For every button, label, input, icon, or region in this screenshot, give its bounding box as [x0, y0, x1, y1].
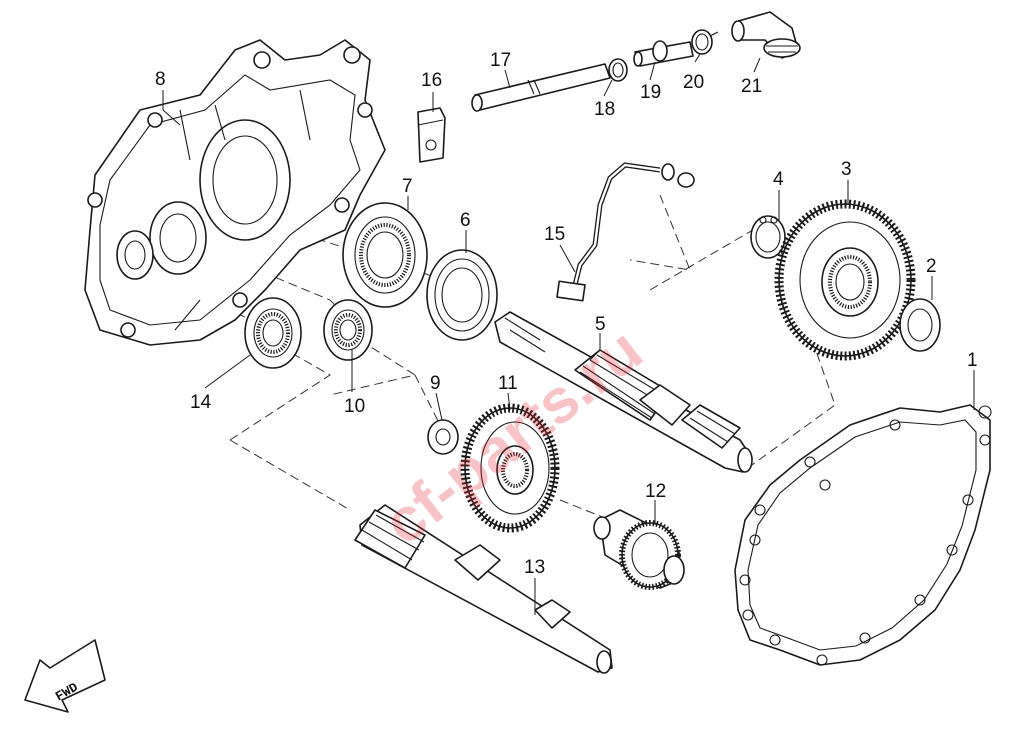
callout-14: 14 [190, 392, 212, 413]
forward-arrow-icon: FWD [24, 639, 106, 713]
callout-16: 16 [421, 70, 442, 91]
callout-17: 17 [490, 50, 511, 71]
callout-20: 20 [683, 72, 704, 93]
callouts: 1 2 3 4 5 6 7 8 9 10 11 12 13 14 15 16 1… [155, 50, 978, 578]
clip-part-16 [417, 107, 446, 163]
washer-part-9 [427, 419, 459, 455]
gasket-part-1 [734, 404, 992, 666]
bearing-part-7 [342, 202, 428, 308]
callout-21: 21 [741, 76, 762, 97]
snap-ring-part-4 [750, 215, 786, 259]
oil-seal-part-6 [426, 249, 498, 341]
pinion-gear-part-12 [593, 509, 685, 590]
crankcase-cover-part-8 [84, 39, 386, 346]
tube-part-17 [471, 63, 611, 112]
callout-13: 13 [524, 557, 545, 578]
callout-12: 12 [645, 481, 666, 502]
shaft-part-5 [494, 311, 753, 473]
callout-10: 10 [344, 396, 365, 417]
bearing-part-10 [323, 299, 373, 361]
connector-part-19 [633, 40, 694, 67]
callout-9: 9 [430, 373, 441, 394]
callout-2: 2 [926, 256, 937, 277]
callout-11: 11 [498, 373, 518, 394]
callout-15: 15 [544, 224, 565, 245]
callout-8: 8 [155, 69, 166, 90]
bearing-part-14 [244, 297, 302, 369]
elbow-fitting-part-21 [731, 11, 801, 59]
callout-1: 1 [967, 350, 978, 371]
callout-19: 19 [640, 82, 661, 103]
callout-4: 4 [773, 169, 784, 190]
callout-7: 7 [402, 176, 413, 197]
shaft-part-13 [354, 504, 613, 674]
gear-part-3 [774, 199, 916, 361]
hose-clamp-part-18 [608, 58, 628, 82]
callout-18: 18 [594, 99, 615, 120]
washer-part-2 [899, 298, 941, 352]
leader-lines [162, 53, 975, 615]
hose-clamp-part-20 [691, 29, 719, 55]
sensor-part-15 [556, 162, 695, 302]
callout-6: 6 [460, 210, 471, 231]
callout-3: 3 [841, 159, 852, 180]
callout-5: 5 [595, 314, 606, 335]
